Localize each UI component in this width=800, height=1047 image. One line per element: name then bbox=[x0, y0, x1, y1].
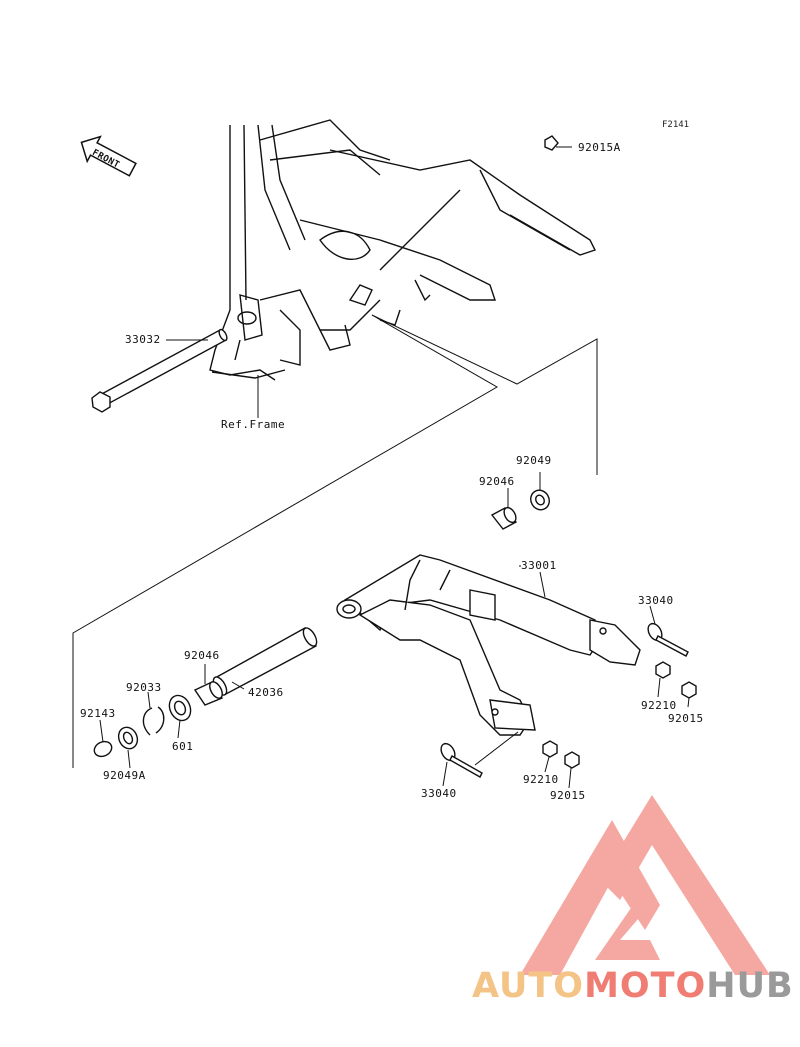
exploded-view-lines bbox=[72, 314, 598, 768]
leader-lines bbox=[99, 146, 690, 789]
part-label-92015-right[interactable]: 92015 bbox=[668, 712, 704, 725]
watermark-moto: MOTO bbox=[584, 966, 707, 1006]
adjuster-33040-bottom bbox=[440, 742, 483, 778]
cap-92143 bbox=[93, 740, 113, 758]
figure-code: F2141 bbox=[662, 120, 690, 130]
nut-92210-bottom bbox=[542, 740, 558, 758]
nut-92015-right bbox=[681, 681, 697, 699]
nut-92015-bottom bbox=[564, 751, 580, 769]
part-label-92049a[interactable]: 92049A bbox=[103, 769, 146, 782]
part-label-33001[interactable]: 33001 bbox=[521, 559, 557, 572]
part-label-92033[interactable]: 92033 bbox=[126, 681, 162, 694]
part-label-42036[interactable]: 42036 bbox=[248, 686, 284, 699]
watermark-text: AUTOMOTOHUB bbox=[472, 966, 794, 1006]
seal-92049-top bbox=[530, 489, 550, 511]
front-arrow-icon bbox=[80, 135, 137, 177]
watermark-hub: HUB bbox=[706, 966, 794, 1006]
frame-assembly bbox=[209, 119, 596, 381]
part-label-92210-right[interactable]: 92210 bbox=[641, 699, 677, 712]
part-label-92015a[interactable]: 92015A bbox=[578, 141, 621, 154]
nut-92210-right bbox=[655, 661, 671, 679]
circlip-92033 bbox=[142, 706, 165, 736]
part-label-92143[interactable]: 92143 bbox=[80, 707, 116, 720]
part-label-33040-bottom[interactable]: 33040 bbox=[421, 787, 457, 800]
part-label-92015-bottom[interactable]: 92015 bbox=[550, 789, 586, 802]
bearing-601 bbox=[168, 694, 192, 722]
part-label-33040-right[interactable]: 33040 bbox=[638, 594, 674, 607]
pivot-shaft-33032 bbox=[91, 328, 228, 413]
part-label-601[interactable]: 601 bbox=[172, 740, 194, 753]
part-label-92049-top[interactable]: 92049 bbox=[516, 454, 552, 467]
part-label-33032[interactable]: 33032 bbox=[125, 333, 161, 346]
watermark-logo bbox=[520, 795, 770, 975]
collar-92046-top bbox=[490, 506, 518, 530]
part-label-92210-bottom[interactable]: 92210 bbox=[523, 773, 559, 786]
adjuster-33040-right bbox=[647, 622, 689, 657]
collar-92046-left bbox=[193, 681, 224, 706]
ref-frame-note: Ref.Frame bbox=[221, 418, 286, 431]
seal-92049a bbox=[117, 726, 139, 750]
part-label-92046-left[interactable]: 92046 bbox=[184, 649, 220, 662]
swingarm-33001 bbox=[336, 554, 641, 736]
watermark-auto: AUTO bbox=[472, 966, 585, 1006]
part-label-92046-top[interactable]: 92046 bbox=[479, 475, 515, 488]
